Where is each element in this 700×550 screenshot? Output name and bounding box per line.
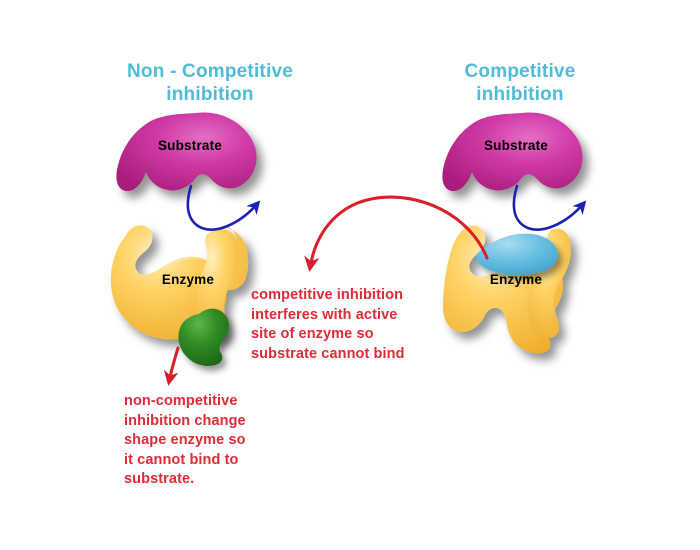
arrow-noncompetitive — [163, 346, 180, 386]
note-competitive-inhibition: competitive inhibition interferes with a… — [251, 287, 405, 362]
arrow-substrate-right — [512, 184, 587, 231]
substrate-shape-left — [116, 112, 257, 192]
panel-title-noncompetitive: Non - Competitive inhibition — [127, 61, 293, 105]
arrow-competitive — [304, 195, 489, 272]
inhibitor-noncompetitive-shape — [178, 308, 229, 366]
panel-title-competitive: Competitive inhibition — [464, 61, 576, 105]
substrate-shape-right — [442, 112, 583, 192]
note-noncompetitive-inhibition: non-competitive inhibition change shape … — [124, 393, 246, 487]
arrow-substrate-left — [186, 184, 261, 231]
inhibitor-competitive-shape — [476, 233, 558, 276]
